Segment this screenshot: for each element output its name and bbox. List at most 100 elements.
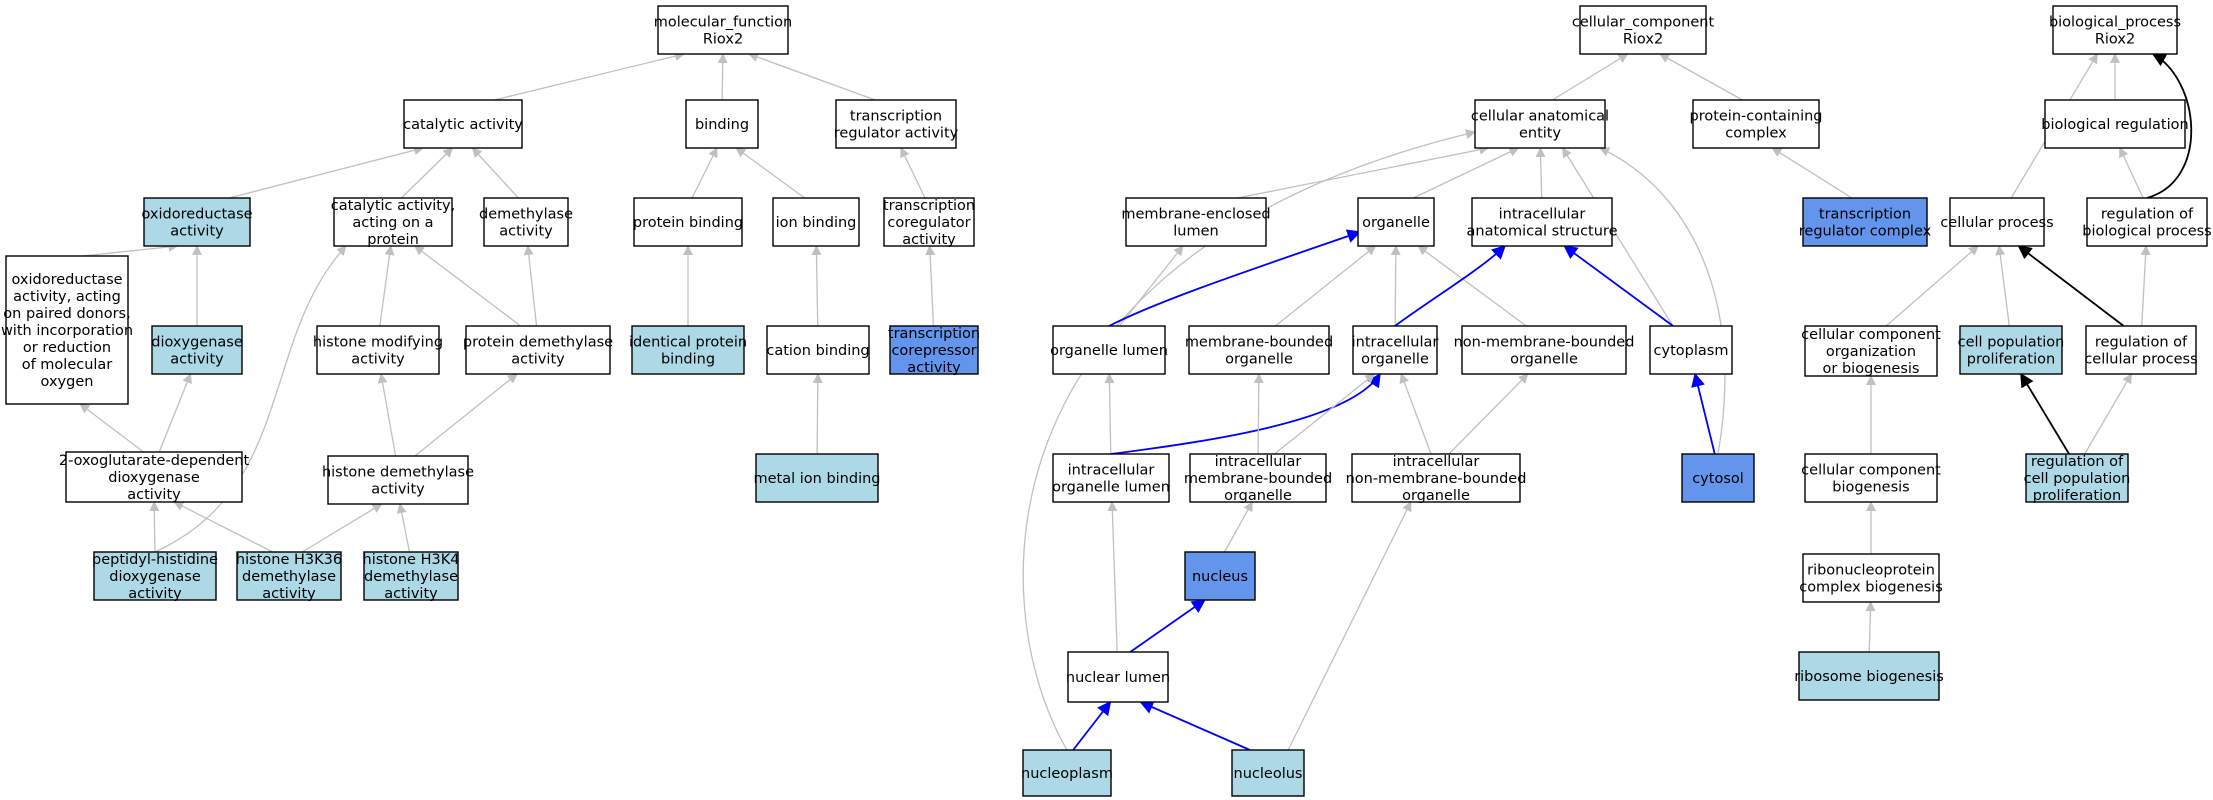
edge-tcoreg-to-treg xyxy=(900,147,926,199)
node-label-line: intracellular xyxy=(1499,207,1586,223)
node-cytosol[interactable]: cytosol xyxy=(1681,453,1755,503)
node-bioreg[interactable]: biological regulation xyxy=(2041,99,2189,149)
node-protbind[interactable]: protein binding xyxy=(633,197,743,247)
node-label-line: anatomical structure xyxy=(1467,224,1618,240)
node-label-line: Riox2 xyxy=(2095,32,2135,48)
node-organelle[interactable]: organelle xyxy=(1357,197,1435,247)
node-label-line: cytoplasm xyxy=(1654,343,1729,359)
edge-cpp-to-cellproc xyxy=(1995,245,2010,327)
edge-nuclumen-to-iol xyxy=(1107,501,1118,653)
node-ribo[interactable]: ribosome biogenesis xyxy=(1794,651,1944,701)
node-label-line: membrane-bounded xyxy=(1184,471,1332,487)
edge-imbo-to-mbo xyxy=(1253,373,1264,455)
node-label-line: organelle xyxy=(1225,352,1293,368)
node-nuclumen[interactable]: nuclear lumen xyxy=(1066,651,1170,703)
node-ionbind[interactable]: ion binding xyxy=(772,197,860,247)
node-nucleolus[interactable]: nucleolus xyxy=(1231,749,1305,797)
node-label-line: binding xyxy=(695,117,749,133)
node-label-line: or reduction xyxy=(23,340,111,356)
node-box-ccb xyxy=(1804,453,1938,503)
node-nucleus[interactable]: nucleus xyxy=(1184,551,1256,601)
node-oxoglut[interactable]: 2-oxoglutarate-dependentdioxygenaseactiv… xyxy=(59,451,250,503)
edge-oxoglut-to-oxpaired xyxy=(79,403,144,453)
node-box-regcell xyxy=(2085,325,2197,375)
node-label-line: or biogenesis xyxy=(1823,361,1920,377)
node-box-histdemeth xyxy=(327,455,469,505)
node-box-demeth xyxy=(483,197,569,247)
node-box-tcoreg xyxy=(883,197,975,247)
edge-protdemeth-to-demeth xyxy=(523,245,538,327)
node-label-line: peptidyl-histidine xyxy=(92,552,218,568)
node-label-line: Riox2 xyxy=(1623,32,1663,48)
node-label-line: ribonucleoprotein xyxy=(1807,563,1935,579)
node-label-line: activity xyxy=(902,232,956,248)
node-label-line: cell population xyxy=(2024,471,2131,487)
edge-h3k36-to-histdemeth xyxy=(301,503,383,553)
node-cellproc[interactable]: cellular process xyxy=(1940,197,2054,247)
node-label-line: ion binding xyxy=(776,215,857,231)
node-label-line: cellular anatomical xyxy=(1471,109,1609,125)
node-label-line: histone H3K36 xyxy=(236,552,342,568)
node-nucleoplasm[interactable]: nucleoplasm xyxy=(1021,749,1113,797)
node-box-h3k4 xyxy=(363,551,459,601)
node-cation[interactable]: cation binding xyxy=(766,325,870,375)
edge-regbio-to-bp xyxy=(2146,53,2193,199)
node-label-line: transcription xyxy=(883,198,975,214)
edge-bind-to-mf xyxy=(717,53,728,101)
edge-nmbo-to-organelle xyxy=(1417,245,1527,327)
node-box-nucleus xyxy=(1184,551,1256,601)
node-box-protbind xyxy=(633,197,743,247)
node-label-line: intracellular xyxy=(1215,454,1302,470)
edge-nucleus-to-imbo xyxy=(1223,501,1253,553)
node-bind[interactable]: binding xyxy=(685,99,759,149)
edge-pephist-to-catprot xyxy=(154,245,347,553)
node-label-line: protein demethylase xyxy=(463,335,613,351)
node-label-line: protein-containing xyxy=(1689,109,1822,125)
node-label-line: intracellular xyxy=(1352,335,1439,351)
edge-nucleolus-to-inmbo xyxy=(1287,501,1412,751)
node-orglumen[interactable]: organelle lumen xyxy=(1050,325,1168,375)
node-box-cytosol xyxy=(1681,453,1755,503)
edge-histdemeth-to-histmod xyxy=(377,373,397,457)
node-cat[interactable]: catalytic activity xyxy=(403,99,523,149)
edge-cae-to-cc xyxy=(1552,53,1629,101)
node-inmbo[interactable]: intracellularnon-membrane-boundedorganel… xyxy=(1346,453,1527,504)
node-metalion[interactable]: metal ion binding xyxy=(753,453,881,503)
node-cytoplasm[interactable]: cytoplasm xyxy=(1649,325,1733,375)
